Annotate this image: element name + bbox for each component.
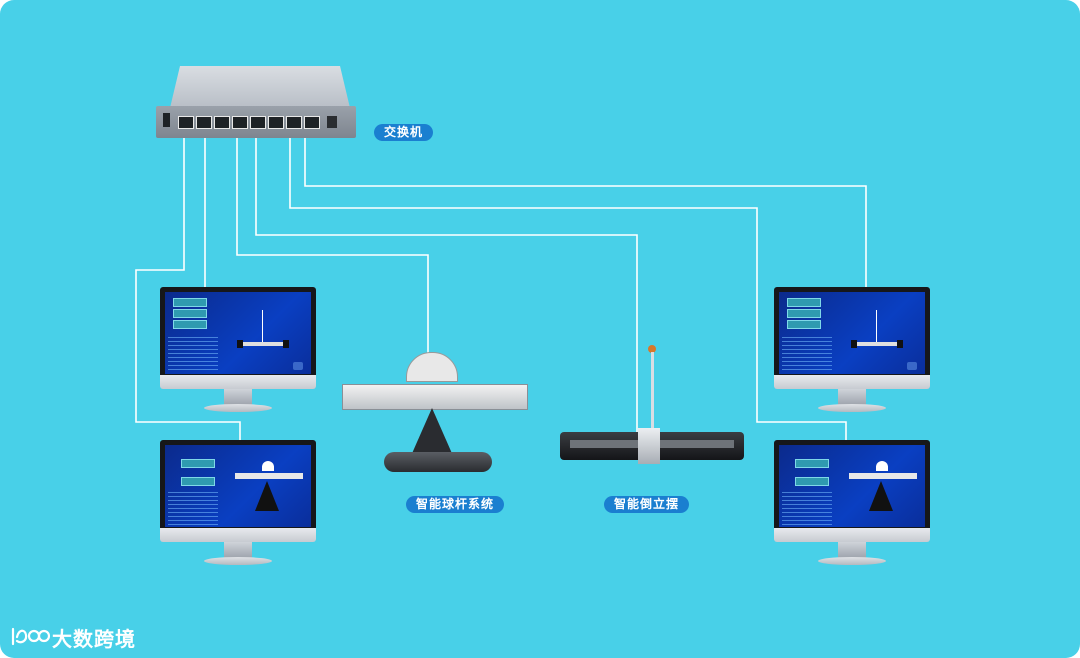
brand-name: 大数跨境 (52, 627, 136, 651)
monitor-top-left (160, 287, 316, 417)
pendulum-ball-icon (648, 345, 656, 353)
monitor-screen (165, 445, 311, 527)
monitor-top-right (774, 287, 930, 417)
wire-to-pendulum (255, 128, 638, 440)
ethernet-port-icon (214, 116, 230, 129)
monitor-bottom-left (160, 440, 316, 570)
wire-to-monitor-top-left (135, 128, 241, 440)
ethernet-port-icon (286, 116, 302, 129)
ethernet-port-icon (304, 116, 320, 129)
monitor-screen (779, 445, 925, 527)
wire-to-monitor-top-right (304, 128, 867, 288)
monitor-bottom-right (774, 440, 930, 570)
ethernet-port-icon (232, 116, 248, 129)
ethernet-port-icon (196, 116, 212, 129)
brand-logo-icon (11, 627, 50, 646)
wire-to-monitor-bottom-right (289, 128, 847, 440)
ethernet-port-icon (250, 116, 266, 129)
dc-jack-icon (327, 116, 337, 128)
wire-to-ball-beam (236, 128, 429, 356)
monitor-screen (779, 292, 925, 374)
beam (342, 384, 528, 410)
power-icon (163, 113, 170, 127)
ethernet-port-icon (178, 116, 194, 129)
ball-beam-label: 智能球杆系统 (406, 496, 505, 513)
switch-label: 交换机 (374, 124, 434, 141)
monitor-screen (165, 292, 311, 374)
pendulum-label: 智能倒立摆 (604, 496, 690, 513)
ethernet-port-icon (268, 116, 284, 129)
